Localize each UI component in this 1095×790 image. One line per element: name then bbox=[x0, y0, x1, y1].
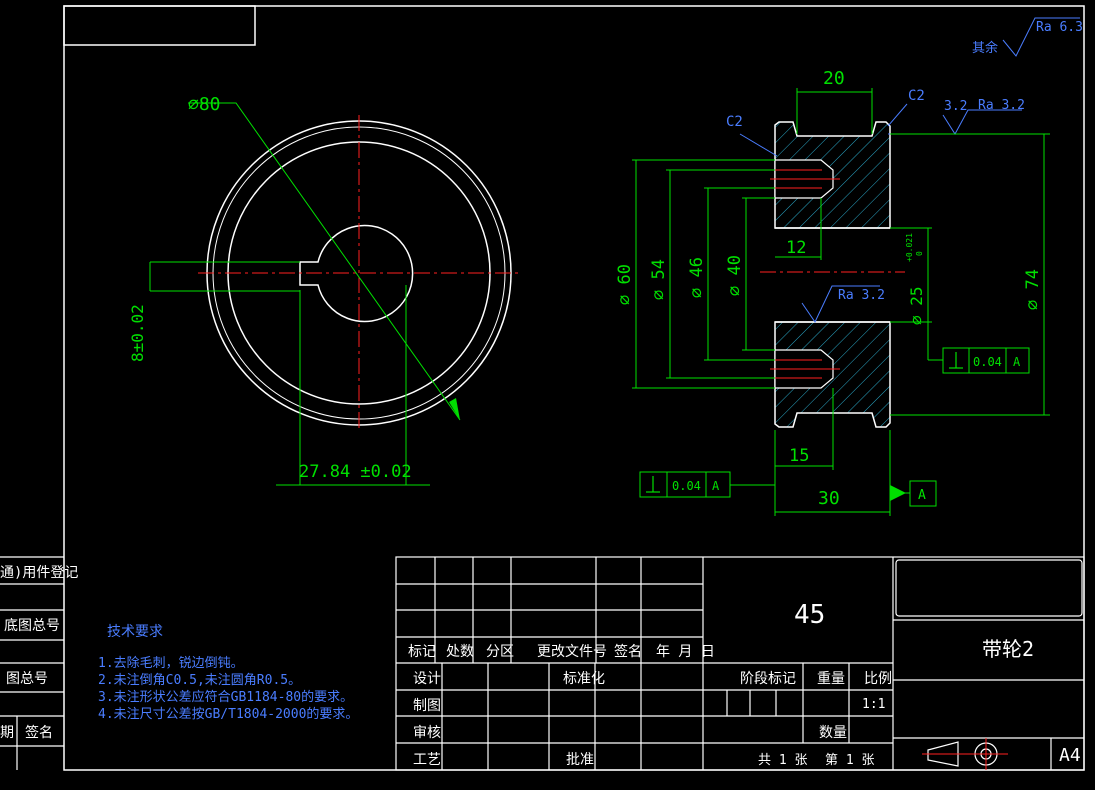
roughness-right-ra: Ra 3.2 bbox=[978, 98, 1025, 113]
dim-bore-tol-lower: 0 bbox=[915, 251, 924, 256]
header-zone: 分区 bbox=[486, 644, 514, 660]
title-block: 45 带轮2 标记 处数 分区 更改文件号 签名 年 月 日 设计 标准化 阶段… bbox=[395, 556, 1085, 771]
label-stage-mark: 阶段标记 bbox=[740, 671, 796, 687]
header-change-doc: 更改文件号 bbox=[537, 644, 607, 660]
sheet-number: 第 1 张 bbox=[825, 753, 874, 768]
header-count: 处数 bbox=[446, 644, 474, 660]
label-review: 审核 bbox=[413, 725, 441, 741]
perp-left-value: 0.04 bbox=[672, 479, 701, 493]
label-standardize: 标准化 bbox=[563, 671, 605, 687]
dim-dia-46: ⌀ 46 bbox=[687, 257, 707, 298]
label-draw: 制图 bbox=[413, 698, 441, 714]
dim-groove-12: 12 bbox=[786, 238, 806, 258]
tech-req-item: 1.去除毛刺，锐边倒钝。 bbox=[98, 656, 244, 671]
tech-req-item: 3.未注形状公差应符合GB1184-80的要求。 bbox=[98, 689, 353, 705]
dim-width-20: 20 bbox=[823, 68, 845, 89]
label-quantity: 数量 bbox=[819, 725, 847, 741]
tech-requirements: 技术要求 1.去除毛刺，锐边倒钝。 2.未注倒角C0.5,未注圆角R0.5。 3… bbox=[98, 624, 358, 722]
dim-dia-40: ⌀ 40 bbox=[725, 255, 745, 296]
label-scale: 比例 bbox=[864, 671, 892, 687]
general-roughness-symbol: 其余 Ra 6.3 bbox=[972, 17, 1083, 57]
sidebar-signature: 签名 bbox=[25, 724, 53, 741]
front-view: ⌀80 8±0.02 27.84 ±0.02 bbox=[128, 94, 520, 486]
dim-dia-60: ⌀ 60 bbox=[615, 264, 635, 305]
label-weight: 重量 bbox=[817, 671, 845, 687]
left-sidebar-table: 通)用件登记 底图总号 图总号 期 签名 bbox=[0, 556, 78, 770]
roughness-right-value: 3.2 bbox=[944, 99, 967, 114]
projection-symbol-icon bbox=[922, 738, 1008, 770]
dim-keyway-depth: 27.84 ±0.02 bbox=[299, 462, 412, 482]
perp-left-datum: A bbox=[712, 479, 720, 493]
sidebar-date: 期 bbox=[0, 725, 14, 741]
roughness-bore: Ra 3.2 bbox=[838, 288, 885, 303]
header-date: 年 月 日 bbox=[656, 644, 715, 660]
dim-width-30: 30 bbox=[818, 488, 840, 509]
side-view-section: 20 C2 C2 3.2 Ra 3.2 ⌀ 60 ⌀ 54 ⌀ 46 ⌀ 4 bbox=[615, 68, 1050, 516]
tech-req-item: 4.未注尺寸公差按GB/T1804-2000的要求。 bbox=[98, 706, 358, 722]
datum-a: A bbox=[918, 488, 926, 503]
dim-keyway-width: 8±0.02 bbox=[128, 304, 147, 362]
roughness-rest-label: 其余 bbox=[972, 40, 998, 56]
part-name: 带轮2 bbox=[982, 637, 1034, 661]
perp-right-datum: A bbox=[1013, 355, 1021, 369]
paper-size: A4 bbox=[1059, 745, 1081, 766]
sidebar-base-no: 底图总号 bbox=[4, 618, 60, 634]
material-value: 45 bbox=[794, 600, 825, 630]
label-design: 设计 bbox=[413, 671, 441, 687]
label-approve: 批准 bbox=[566, 752, 594, 768]
label-process: 工艺 bbox=[413, 752, 441, 768]
roughness-rest-value: Ra 6.3 bbox=[1036, 20, 1083, 35]
dim-dia-74: ⌀ 74 bbox=[1023, 269, 1043, 310]
sidebar-drawing-no: 图总号 bbox=[6, 671, 48, 687]
dim-outer-diameter: ⌀80 bbox=[188, 94, 221, 115]
dim-dia-54: ⌀ 54 bbox=[649, 259, 669, 300]
chamfer-left: C2 bbox=[726, 114, 743, 130]
chamfer-right: C2 bbox=[908, 88, 925, 104]
dim-bore-tol-upper: +0.021 bbox=[905, 233, 914, 262]
dim-groove-15: 15 bbox=[789, 446, 809, 466]
tech-req-title: 技术要求 bbox=[107, 624, 163, 640]
perp-right-value: 0.04 bbox=[973, 355, 1002, 369]
sidebar-register: 通)用件登记 bbox=[0, 565, 78, 581]
header-mark: 标记 bbox=[408, 644, 436, 660]
tech-req-item: 2.未注倒角C0.5,未注圆角R0.5。 bbox=[98, 673, 301, 688]
scale-value: 1:1 bbox=[862, 697, 885, 712]
dim-bore-25: ⌀ 25 bbox=[907, 286, 926, 325]
header-signature: 签名 bbox=[614, 643, 642, 660]
sheets-total: 共 1 张 bbox=[758, 753, 807, 768]
